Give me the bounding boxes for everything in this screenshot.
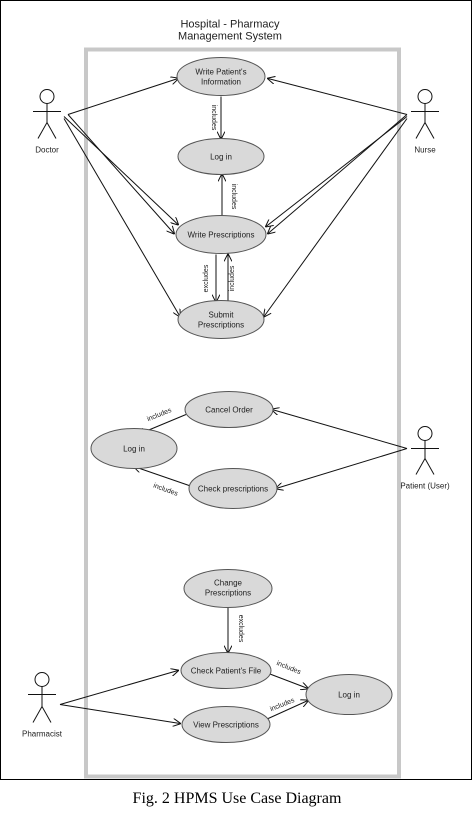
use-case-change-prescriptions-line2: Prescriptions (205, 589, 251, 598)
relations (134, 96, 308, 720)
use-case-view-prescriptions-label: View Prescriptions (193, 721, 259, 730)
use-case-check-prescriptions-label: Check prescriptions (198, 485, 268, 494)
actor-patient[interactable] (411, 426, 439, 475)
label-includes-1: includes (210, 105, 217, 131)
actor-pharmacist-label: Pharmacist (22, 730, 63, 739)
use-case-login-top[interactable]: Log in (177, 138, 265, 175)
use-case-login-mid-label: Log in (123, 445, 145, 454)
use-case-cancel-order-label: Cancel Order (205, 406, 253, 415)
use-case-login-mid[interactable]: Log in (90, 428, 178, 469)
use-case-login-bottom-label: Log in (338, 691, 360, 700)
use-case-view-prescriptions[interactable]: View Prescriptions (181, 706, 271, 743)
label-excludes-1: excludes (203, 264, 210, 292)
use-case-change-prescriptions-line1: Change (214, 579, 243, 588)
system-boundary (84, 47, 401, 779)
use-case-check-patients-file-label: Check Patient's File (191, 667, 262, 676)
actor-nurse-label: Nurse (414, 146, 436, 155)
actor-doctor-label: Doctor (35, 146, 59, 155)
associations (59, 79, 408, 724)
use-case-write-patients-information-line2: Information (201, 78, 241, 87)
use-case-submit-prescriptions-line1: Submit (209, 311, 235, 320)
use-case-write-prescriptions-label: Write Prescriptions (188, 231, 255, 240)
use-case-write-prescriptions[interactable]: Write Prescriptions (175, 215, 267, 254)
use-case-check-patients-file[interactable]: Check Patient's File (180, 652, 272, 689)
figure-frame (0, 0, 472, 780)
label-includes-2: includes (230, 184, 237, 210)
actor-patient-label: Patient (User) (400, 482, 450, 491)
actor-doctor[interactable] (33, 89, 61, 139)
use-case-write-patients-information[interactable]: Write Patient's Information (176, 57, 266, 96)
label-excludes-2: excludes (237, 615, 244, 643)
system-title-line1: Hospital - Pharmacy (180, 19, 280, 31)
actor-nurse[interactable] (411, 89, 439, 139)
use-case-login-top-label: Log in (210, 153, 232, 162)
label-includes-3: includes (229, 265, 236, 291)
use-case-check-prescriptions[interactable]: Check prescriptions (188, 468, 278, 509)
use-case-submit-prescriptions-line2: Prescriptions (198, 321, 244, 330)
use-case-login-bottom[interactable]: Log in (305, 674, 393, 715)
figure-caption: Fig. 2 HPMS Use Case Diagram (132, 790, 342, 807)
actor-pharmacist[interactable] (28, 672, 56, 723)
use-case-write-patients-information-line1: Write Patient's (195, 68, 246, 77)
use-case-change-prescriptions[interactable]: Change Prescriptions (183, 569, 273, 608)
use-case-submit-prescriptions[interactable]: Submit Prescriptions (177, 300, 265, 339)
system-title-line2: Management System (178, 31, 282, 43)
use-case-cancel-order[interactable]: Cancel Order (184, 391, 274, 428)
